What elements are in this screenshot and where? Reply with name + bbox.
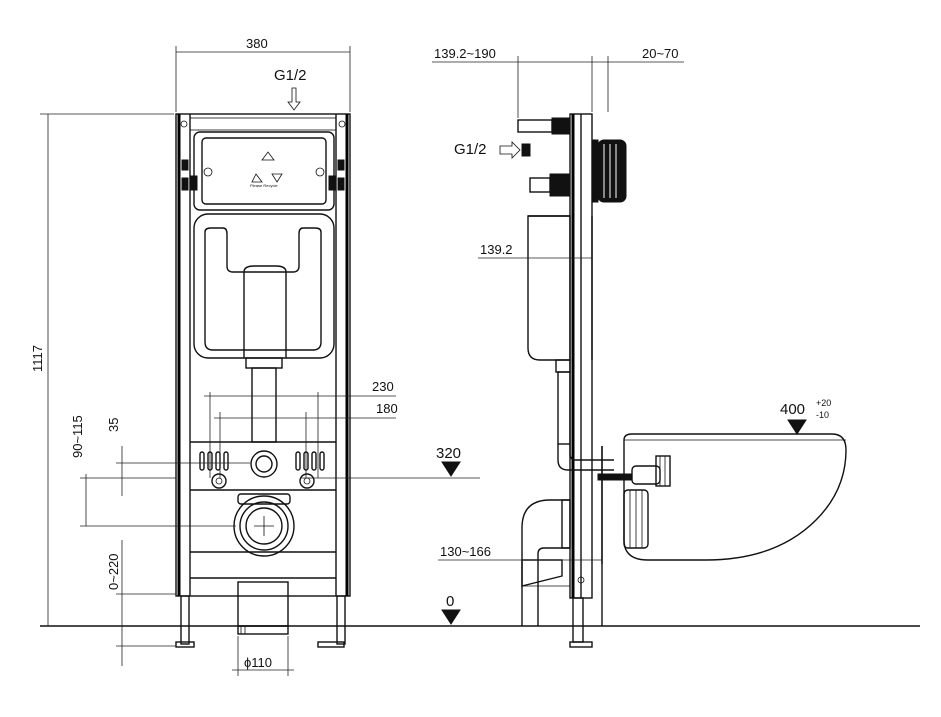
dim-frame-width: 380 xyxy=(246,36,268,51)
dim-drain-range: 130~166 xyxy=(440,544,491,559)
bracket-icon xyxy=(337,159,345,171)
side-inlet xyxy=(521,143,531,157)
cistern xyxy=(193,213,335,359)
slot-group-left xyxy=(199,451,229,471)
bolt-icon xyxy=(577,576,585,584)
drain-elbow-inner xyxy=(537,547,570,626)
pipe-collar xyxy=(245,357,283,369)
recycle-logo-text: Please Recycle xyxy=(250,183,278,188)
side-pipe-collar xyxy=(555,359,571,373)
plate-ribs xyxy=(603,144,617,198)
side-dimensions: 139.2~190 20~70 139.2 130~166 xyxy=(432,46,684,561)
flush-plate xyxy=(597,139,627,203)
drain-ring xyxy=(239,501,289,551)
inlet-nut xyxy=(655,455,671,487)
bolt-icon xyxy=(180,120,188,128)
screw-icon xyxy=(203,167,213,177)
side-foot xyxy=(569,641,593,648)
side-flush-pipe xyxy=(557,371,571,445)
dim-inlet-side: G1/2 xyxy=(454,141,487,158)
drain-flange-side xyxy=(561,499,571,549)
drain-elbow-outer xyxy=(521,499,570,626)
flush-outlet xyxy=(250,450,278,478)
dim-bowl-height: 400 xyxy=(780,401,805,418)
drain-shoe xyxy=(521,559,563,587)
connector-rod xyxy=(597,473,633,481)
bolt-icon xyxy=(338,120,346,128)
bracket-arm xyxy=(529,177,551,193)
drain-collar xyxy=(237,493,291,505)
arrow-down-icon xyxy=(287,87,301,111)
screw-icon xyxy=(315,167,325,177)
toilet-bowl xyxy=(623,433,847,561)
dim-height-320: 320 xyxy=(436,445,461,462)
waste-pipe-end xyxy=(237,625,289,635)
leg-left xyxy=(180,595,190,645)
bracket-icon xyxy=(337,177,345,191)
bowl-height-marker-icon xyxy=(787,419,807,435)
dim-wall-range: 20~70 xyxy=(642,46,679,61)
leg-right xyxy=(336,595,346,645)
dim-depth-range: 139.2~190 xyxy=(434,46,496,61)
pipe-bend-inner xyxy=(569,444,614,461)
bracket-icon xyxy=(181,159,189,171)
bracket-icon xyxy=(181,177,189,191)
front-view: Please Recycle xyxy=(175,113,351,648)
clip-icon xyxy=(190,175,198,191)
slot-group-right xyxy=(295,451,325,471)
frame-outline xyxy=(175,113,351,597)
dim-bowl-tol-lower: -10 xyxy=(816,410,829,420)
flush-pipe xyxy=(251,367,277,443)
level-marker-icon xyxy=(441,461,461,477)
flush-outlet-inner xyxy=(255,455,273,473)
flush-valve xyxy=(243,265,287,358)
dim-floor-zero: 0 xyxy=(446,593,454,610)
bolt-mount-left xyxy=(211,473,227,489)
dim-bowl-tol-upper: +20 xyxy=(816,398,831,408)
dim-pipe-diameter: ϕ110 xyxy=(244,655,272,670)
side-view: G1/2 xyxy=(454,113,847,648)
floor-marker-icon xyxy=(441,609,461,625)
front-dimensions: 380 G1/2 1117 90~115 35 230 180 320 0 xyxy=(30,36,480,676)
top-clamp xyxy=(551,117,571,135)
dim-depth-fixed: 139.2 xyxy=(480,242,513,257)
arrow-right-icon xyxy=(499,141,521,159)
dim-inlet-front: G1/2 xyxy=(274,67,307,84)
flush-plate-back xyxy=(591,139,599,203)
recycle-icon xyxy=(251,151,283,183)
top-rail xyxy=(189,117,337,131)
side-cistern xyxy=(527,215,571,361)
access-box xyxy=(193,131,335,211)
top-fitting xyxy=(517,119,553,133)
dim-total-height: 1117 xyxy=(30,345,45,372)
waste-pipe xyxy=(237,581,289,627)
access-box-inner xyxy=(201,137,327,205)
dim-foot-range: 0~220 xyxy=(106,553,121,590)
cistern-inner xyxy=(204,227,322,351)
dim-spacing-230: 230 xyxy=(372,379,394,394)
pipe-bend xyxy=(557,444,614,471)
foot-right xyxy=(317,641,345,648)
drain-pipe xyxy=(245,507,283,545)
dim-range-90-115: 90~115 xyxy=(70,415,85,458)
bracket-block xyxy=(549,173,571,197)
bolt-mount-right xyxy=(299,473,315,489)
clip-icon xyxy=(328,175,336,191)
dim-spacing-180: 180 xyxy=(376,401,398,416)
side-leg xyxy=(572,597,584,643)
dim-offset-35: 35 xyxy=(106,418,121,432)
foot-left xyxy=(175,641,195,648)
